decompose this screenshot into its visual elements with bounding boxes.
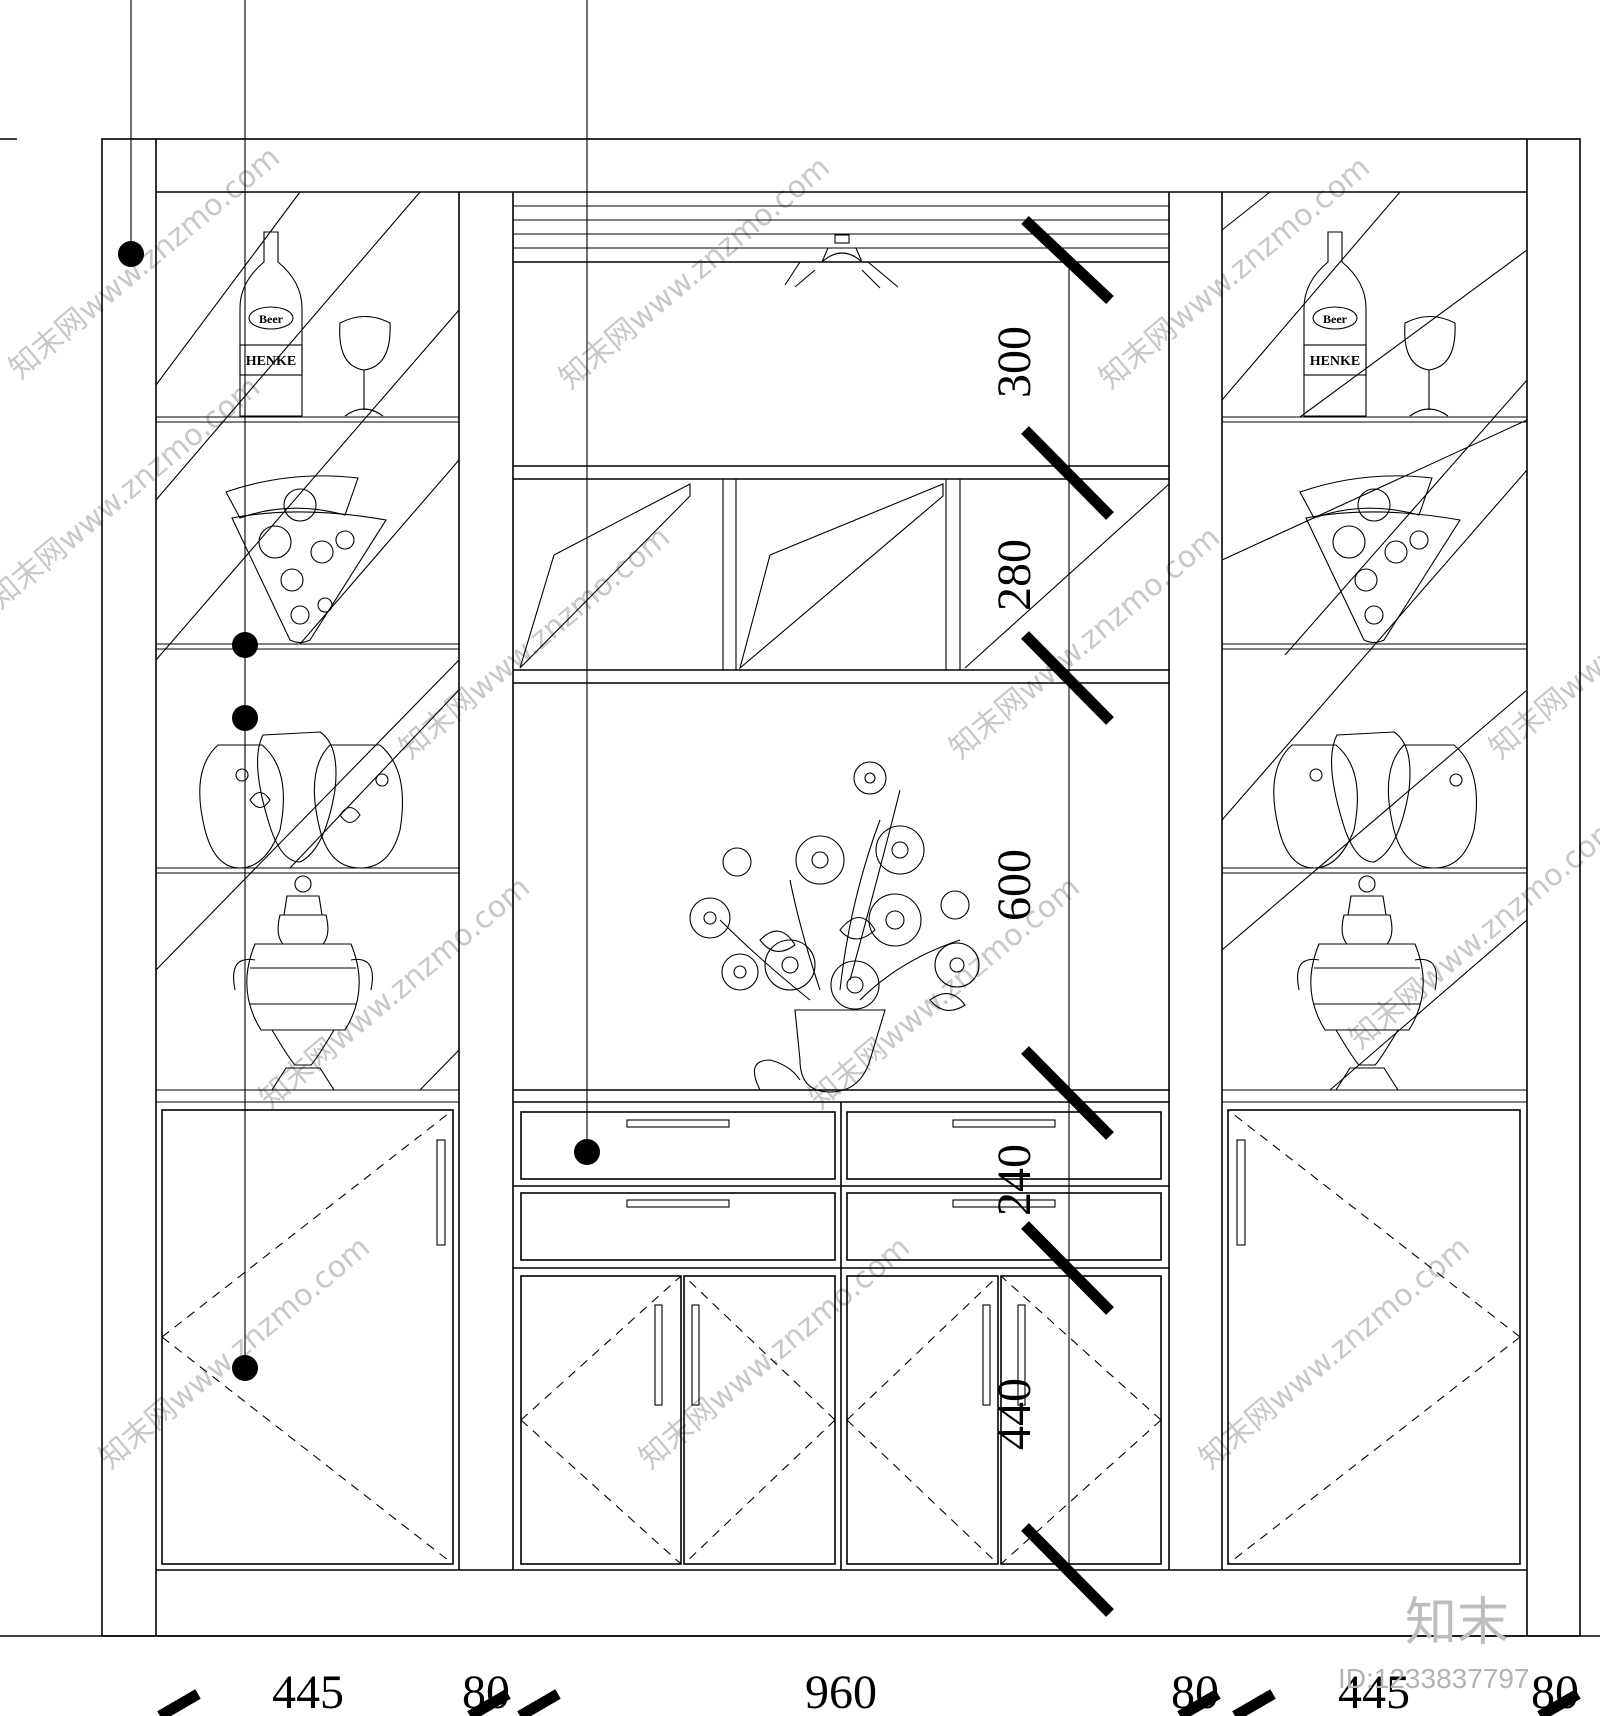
bottle-label-top: Beer (1323, 312, 1348, 326)
right-wine-glass (1404, 315, 1456, 417)
bottle-label-main: HENKE (1310, 354, 1361, 369)
dimension-tick (517, 1689, 561, 1716)
dimension-tick (1232, 1689, 1276, 1716)
flower-vase (689, 761, 980, 1093)
right-urn (1297, 875, 1437, 1091)
watermark-text: 知末网www.znzmo.com (93, 1230, 377, 1476)
dimension-tick (1537, 1689, 1581, 1716)
callout-dot (118, 241, 144, 267)
watermark-logo: 知末 (1405, 1593, 1509, 1653)
center-unit (513, 205, 1170, 1570)
left-urn (233, 875, 373, 1091)
watermark-text: 知末网www.znzmo.com (253, 870, 537, 1116)
bottle-label-top: Beer (259, 312, 284, 326)
watermark-id: ID:1233837797 (1338, 1663, 1530, 1694)
callout-dot (232, 632, 258, 658)
left-wine-glass (339, 315, 391, 417)
watermark-text: 知末网www.znzmo.com (1343, 810, 1600, 1056)
horizontal-dimension: 445 80 960 80 445 80 (157, 1666, 1581, 1716)
left-vases (199, 731, 403, 869)
dimension-label: 960 (805, 1666, 877, 1716)
right-display-cabinet (1221, 191, 1528, 1565)
left-display-cabinet (155, 191, 460, 1565)
watermark-text: 知末网www.znzmo.com (943, 520, 1227, 766)
watermark-text: 知末网www.znzmo.com (633, 1230, 917, 1476)
dimension-tick (1021, 426, 1114, 520)
dimension-tick (1021, 1523, 1114, 1617)
dimension-label: 445 (1338, 1666, 1410, 1716)
dimension-label: 240 (988, 1144, 1041, 1216)
dimension-tick (157, 1689, 201, 1716)
left-bottle: Beer HENKE (239, 231, 303, 417)
watermark-text: 知末网www.znzmo.com (1193, 1230, 1477, 1476)
dimension-tick (1021, 1221, 1114, 1315)
watermark-badge: 知末 ID:1233837797 (1338, 1593, 1530, 1694)
callout-dot (232, 1355, 258, 1381)
watermark-text: 知末网www.znzmo.com (553, 150, 837, 396)
callout-leaders (118, 0, 600, 1381)
right-vases (1273, 731, 1477, 869)
dimension-tick (1021, 631, 1114, 725)
left-fruit-bowl (225, 475, 387, 644)
watermark-text: 知末网www.znzmo.com (803, 870, 1087, 1116)
dimension-tick (1021, 215, 1114, 305)
dimension-tick (1021, 1046, 1114, 1140)
right-fruit-bowl (1299, 475, 1461, 644)
dimension-tick (467, 1689, 511, 1716)
dimension-label: 300 (988, 326, 1041, 398)
dimension-tick (1177, 1689, 1221, 1716)
callout-dot (232, 705, 258, 731)
dimension-label: 600 (988, 849, 1041, 921)
bottle-label-main: HENKE (246, 354, 297, 369)
vertical-dimension: 300 280 600 240 440 (988, 215, 1114, 1617)
dimension-label: 280 (988, 539, 1041, 611)
dimension-label: 440 (988, 1378, 1041, 1450)
watermark-text: 知末网www.znzmo.com (3, 140, 287, 386)
right-bottle: Beer HENKE (1303, 231, 1367, 417)
dimension-label: 445 (272, 1666, 344, 1716)
watermark-text: 知末网www.znzmo.com (1483, 520, 1600, 766)
callout-dot (574, 1139, 600, 1165)
watermark-text: 知末网www.znzmo.com (393, 520, 677, 766)
